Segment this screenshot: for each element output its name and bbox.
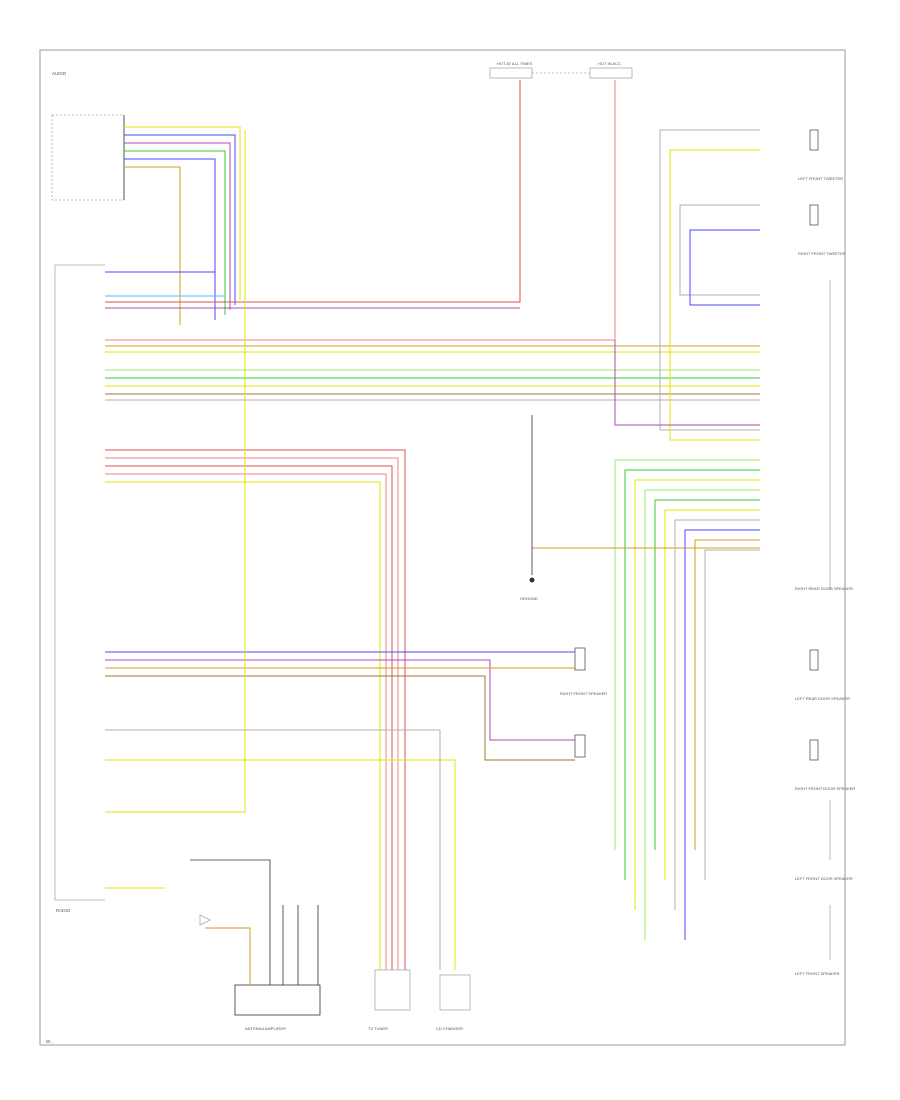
footer-code: W...: [46, 1039, 54, 1044]
wire-right-door: [654, 499, 760, 850]
wire-top-bundle: [124, 126, 241, 300]
fuse-box-1: [489, 67, 533, 79]
control-unit-box: [51, 114, 125, 201]
right-front-tweeter-label: RIGHT FRONT TWEETER: [798, 251, 846, 256]
speaker-front-lf-icon: [574, 734, 586, 758]
wire-right-door: [614, 459, 760, 850]
cd-changer-box: [439, 974, 471, 1011]
speaker-tweeter-lf-icon: [809, 129, 819, 151]
speaker-door-lr-icon: [809, 739, 819, 761]
wire-right-3: [679, 204, 760, 296]
right-front-door-speaker-label: RIGHT FRONT DOOR SPEAKER: [795, 786, 855, 791]
left-front-door-speaker-label: LEFT FRONT DOOR SPEAKER: [795, 876, 853, 881]
wire-right-1: [659, 129, 760, 431]
wire-top-bundle: [124, 134, 236, 305]
ground-point-icon: [529, 577, 535, 583]
speaker-door-rr-icon: [809, 649, 819, 671]
wire-red-hot: [105, 80, 521, 303]
wire-tv-tuner: [105, 473, 387, 970]
left-front-speaker-label: LEFT FRONT SPEAKER: [795, 971, 840, 976]
wire-right-door: [634, 479, 760, 910]
diagram-frame: [39, 49, 846, 1046]
wire-cd: [105, 729, 441, 970]
wire-top-bundle: [124, 142, 231, 310]
wire-bundle: [105, 80, 760, 970]
right-rear-door-speaker-label: RIGHT REAR DOOR SPEAKER: [795, 586, 853, 591]
wire-right-4: [689, 229, 760, 306]
corner-label: AUDIO: [52, 71, 67, 76]
wire-tv-tuner: [105, 481, 381, 970]
wire-tv-tuner: [105, 465, 393, 970]
wire-tv-tuner: [105, 457, 399, 970]
right-front-speaker-label: RIGHT FRONT SPEAKER: [560, 691, 607, 696]
antenna-icon: [199, 914, 211, 926]
hot-in-acc: HOT IN ACC: [598, 61, 621, 66]
wire-tv-tuner: [105, 449, 406, 970]
wire-pink-acc: [105, 80, 616, 341]
front-speakers: [574, 647, 586, 758]
hot-at-all-times: HOT AT ALL TIMES: [497, 61, 532, 66]
wire-cd-2: [105, 759, 456, 970]
wire-top-bundle: [124, 166, 181, 325]
wire-right-door: [674, 519, 760, 910]
wire-right-2: [669, 149, 760, 441]
left-front-tweeter-label: LEFT FRONT TWEETER: [798, 176, 843, 181]
speaker-tweeter-rf-icon: [809, 204, 819, 226]
wire-right-door: [644, 489, 760, 940]
wire-right-5: [614, 340, 760, 426]
wire-lf-speaker: [105, 659, 575, 741]
wire-top-bundle: [124, 150, 226, 315]
wire-right-door: [664, 509, 760, 880]
wire-yellow-long: [105, 130, 246, 813]
radio-frame: [54, 264, 105, 901]
fuse-box-2: [589, 67, 633, 79]
ground-label: GROUND: [520, 596, 538, 601]
tv-tuner-box: [374, 969, 411, 1011]
wire-right-door: [684, 529, 760, 940]
wire-right-door: [694, 539, 760, 850]
wire-right-door: [624, 469, 760, 880]
cd-changer-label: CD CHANGER: [436, 1026, 463, 1031]
radio-label: RADIO: [56, 908, 71, 913]
wire-lf-speaker-2: [105, 675, 575, 761]
tv-tuner-label: TV TUNER: [368, 1026, 388, 1031]
speaker-front-rf-icon: [574, 647, 586, 671]
right-speakers: [809, 129, 819, 761]
wire-right-door: [704, 549, 760, 880]
antenna-amplifier-label: ANTENNA AMPLIFIER: [245, 1026, 286, 1031]
left-rear-door-speaker-label: LEFT REAR DOOR SPEAKER: [795, 696, 850, 701]
antenna-amplifier-box: [234, 984, 321, 1016]
wire-top-bundle: [124, 158, 216, 320]
